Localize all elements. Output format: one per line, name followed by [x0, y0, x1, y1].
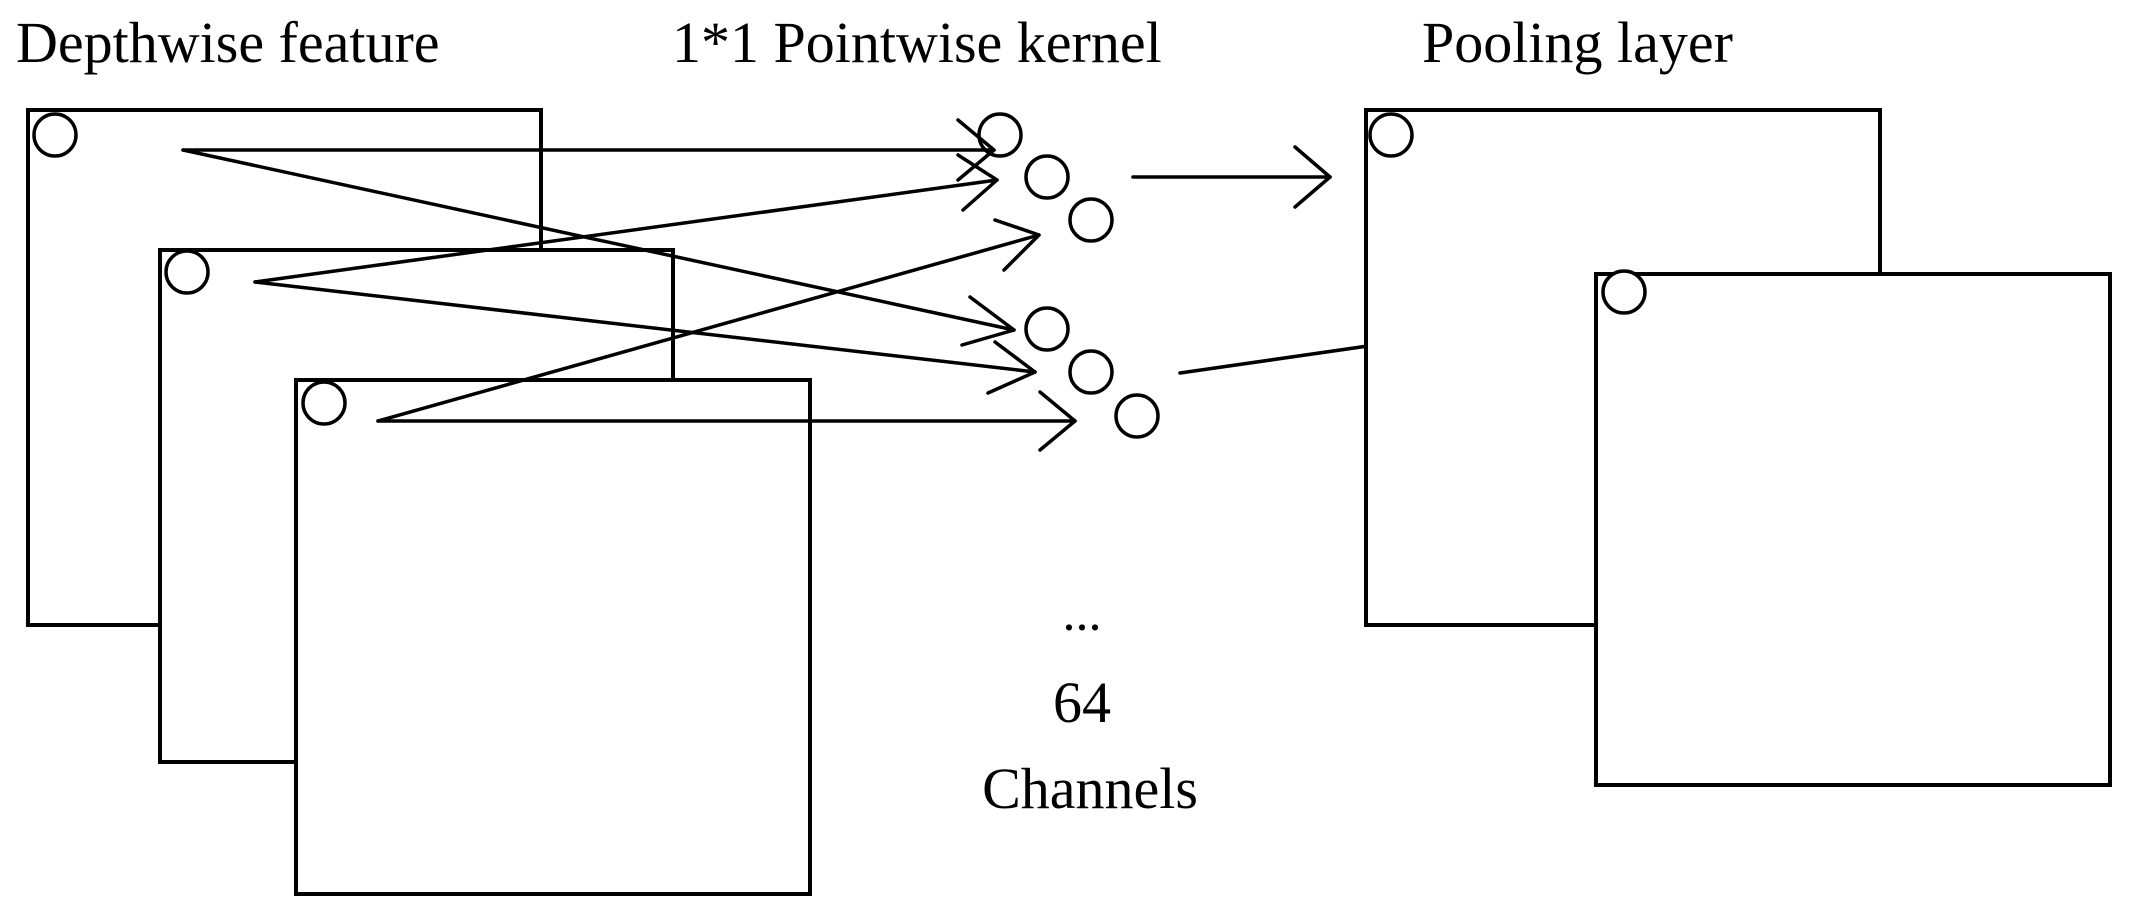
arrow-head: [986, 340, 1037, 395]
pooling-layer-heading: Pooling layer: [1422, 10, 1733, 75]
channels-label: Channels: [982, 756, 1198, 821]
feature-pixel-2: [164, 249, 210, 295]
ellipsis-label: ...: [1063, 585, 1102, 642]
pointwise-kernel-1: [977, 112, 1114, 243]
pointwise-kernel-2: [1024, 306, 1160, 439]
depthwise-feature-map-3: [294, 378, 812, 896]
feature-pixel-3: [301, 380, 347, 426]
pooling-pixel-2: [1601, 269, 1647, 315]
pooling-map-2: [1594, 269, 2112, 787]
connection-arrow: [376, 233, 1041, 423]
kernel-weight: [1068, 197, 1114, 243]
depthwise-feature-heading: Depthwise feature: [16, 10, 440, 75]
arrow-head: [1293, 145, 1332, 209]
connection-arrow: [253, 178, 999, 284]
kernel-weight: [1068, 349, 1114, 395]
kernel-weight: [1024, 154, 1070, 200]
arrow-head: [1038, 390, 1077, 452]
arrow-head: [956, 153, 999, 212]
input-connections: [181, 118, 1077, 452]
pointwise-kernel-heading: 1*1 Pointwise kernel: [672, 10, 1162, 75]
feature-pixel-1: [32, 112, 78, 158]
kernel-weight: [1114, 393, 1160, 439]
connection-arrow: [253, 280, 1037, 374]
pooling-pixel-1: [1368, 112, 1414, 158]
connection-arrow: [181, 148, 1016, 332]
arrow-head: [993, 218, 1041, 272]
kernel-weight: [1024, 306, 1070, 352]
arrow-head: [960, 295, 1016, 347]
channel-count-label: 64: [1053, 670, 1111, 735]
arrow-head: [956, 118, 996, 182]
